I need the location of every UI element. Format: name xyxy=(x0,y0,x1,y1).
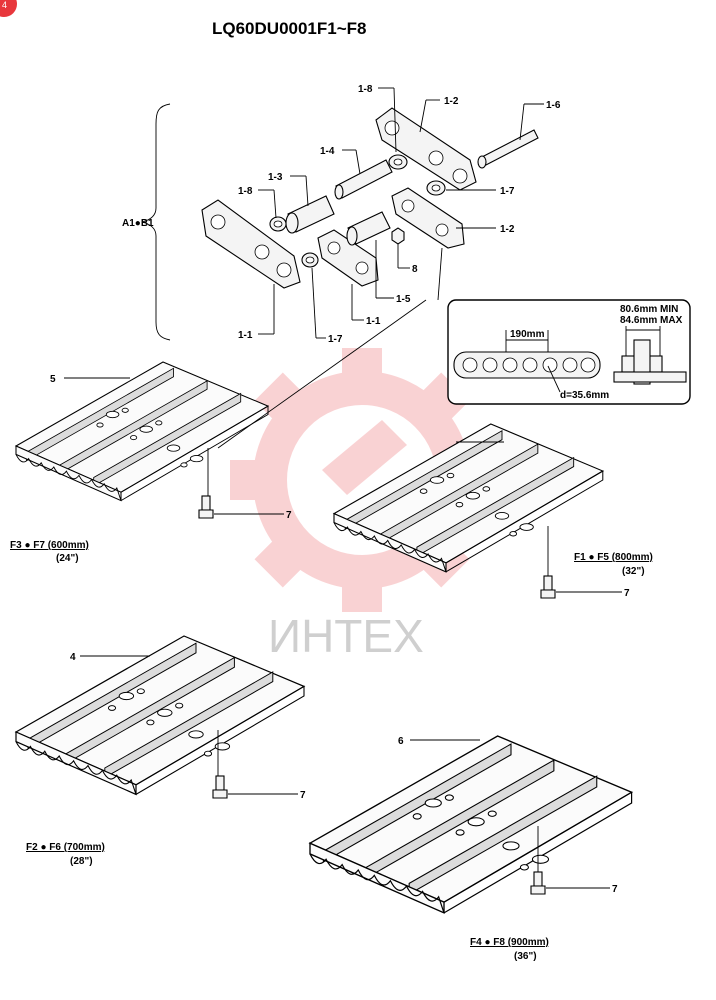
max-label: 84.6mm MAX xyxy=(620,315,683,326)
watermark-text: ИНТЕХ xyxy=(268,610,424,662)
callout-p-1-6: 1-6 xyxy=(546,100,561,111)
callout-p-1-1-left: 1-1 xyxy=(238,330,253,341)
bolt-callout-a: 7 xyxy=(286,510,292,521)
pin-1-6 xyxy=(477,129,539,169)
measurement-inset: 190mm d=35.6mm 80.6mm MIN 84.6mm MAX xyxy=(447,299,691,405)
pitch-label: 190mm xyxy=(510,329,545,340)
callout-p-1-7-right: 1-7 xyxy=(500,186,515,197)
callout-p-1-1-right: 1-1 xyxy=(366,316,381,327)
caption-f3-f7-inches: (24") xyxy=(56,553,79,564)
track-shoe-f1-f5: 7 F1 ● F5 (800mm) (32") xyxy=(333,423,653,599)
pin-1-4 xyxy=(334,159,393,200)
callout-p-1-5: 1-5 xyxy=(396,294,411,305)
shoe-callout-6: 6 xyxy=(398,736,404,747)
callout-p-1-2-right: 1-2 xyxy=(500,224,515,235)
track-link-top xyxy=(375,107,477,191)
min-label: 80.6mm MIN xyxy=(620,304,678,315)
corner-badge-text: 4 xyxy=(2,0,7,10)
callout-p-1-2-top: 1-2 xyxy=(444,96,459,107)
callout-p-1-4: 1-4 xyxy=(320,146,335,157)
page-title: LQ60DU0001F1~F8 xyxy=(212,19,367,38)
group-label: A1●B1 xyxy=(122,218,154,229)
caption-f2-f6-inches: (28") xyxy=(70,856,93,867)
seals xyxy=(269,154,446,268)
caption-f4-f8-model: F4 ● F8 (900mm) xyxy=(470,937,549,948)
track-shoe-f3-f7: 7 5 F3 ● F7 (600mm) (24") xyxy=(10,361,292,564)
track-link-right xyxy=(391,187,465,249)
caption-f1-f5-inches: (32") xyxy=(622,566,645,577)
callout-p-1-8-left: 1-8 xyxy=(238,186,253,197)
pin-diameter-label: d=35.6mm xyxy=(560,390,609,401)
caption-f2-f6-model: F2 ● F6 (700mm) xyxy=(26,842,105,853)
bolt-callout-d: 7 xyxy=(612,884,618,895)
corner-badge: 4 xyxy=(0,0,17,17)
callout-p-8: 8 xyxy=(412,264,418,275)
caption-f3-f7-model: F3 ● F7 (600mm) xyxy=(10,540,89,551)
track-shoe-f2-f6: 4 7 F2 ● F6 (700mm) (28") xyxy=(15,635,306,867)
shoe-callout-4: 4 xyxy=(70,652,76,663)
callout-p-1-3: 1-3 xyxy=(268,172,283,183)
bushing-1-5 xyxy=(346,211,391,246)
bolt-callout-b: 7 xyxy=(624,588,630,599)
bolt-callout-c: 7 xyxy=(300,790,306,801)
bushing-1-3 xyxy=(285,195,335,234)
caption-f4-f8-inches: (36") xyxy=(514,951,537,962)
group-bracket xyxy=(141,103,171,341)
track-link-left xyxy=(201,199,301,289)
caption-f1-f5-model: F1 ● F5 (800mm) xyxy=(574,552,653,563)
callout-p-1-8-top: 1-8 xyxy=(358,84,373,95)
track-shoe-f4-f8: 6 7 F4 ● F8 (900mm) (36") xyxy=(309,735,633,962)
callout-p-1-7-bottom: 1-7 xyxy=(328,334,343,345)
shoe-callout-5: 5 xyxy=(50,374,56,385)
track-link-center xyxy=(317,229,379,287)
